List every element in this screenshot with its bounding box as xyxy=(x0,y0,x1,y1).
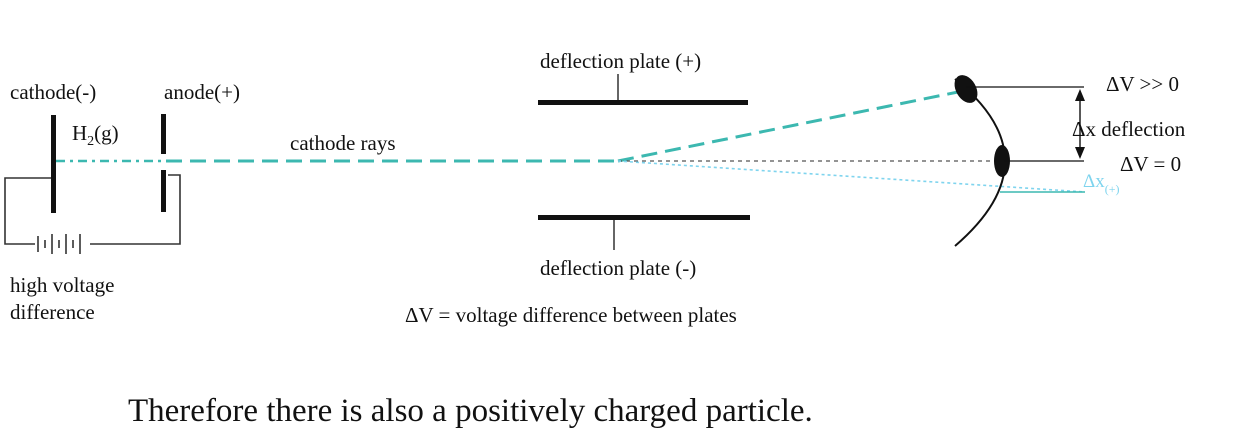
positive-deflection-beam xyxy=(617,160,1086,193)
dv-high-label: ΔV >> 0 xyxy=(1106,72,1179,96)
cathode-electrode xyxy=(51,115,56,213)
slide-caption: Therefore there is also a positively cha… xyxy=(128,393,813,429)
high-voltage-label-line2: difference xyxy=(10,300,95,324)
circuit-wire-left xyxy=(4,177,53,245)
cathode-label: cathode(-) xyxy=(10,80,96,104)
circuit xyxy=(4,174,181,245)
anode-label: anode(+) xyxy=(164,80,240,104)
impact-spot-center xyxy=(994,145,1010,177)
battery-icon xyxy=(37,234,81,254)
dx-positive-label: Δx(+) xyxy=(1083,171,1119,196)
circuit-wire-right xyxy=(90,174,181,245)
impact-spot-deflected xyxy=(954,75,978,103)
deflected-beam xyxy=(617,90,959,163)
plate-top-label: deflection plate (+) xyxy=(540,49,701,73)
dv-zero-label: ΔV = 0 xyxy=(1120,152,1181,176)
anode-electrode-upper xyxy=(161,114,166,154)
double-arrow-icon xyxy=(1075,89,1085,159)
deflection-plate-bottom xyxy=(538,215,750,220)
deflection-plate-top xyxy=(538,100,748,105)
high-voltage-label-line1: high voltage xyxy=(10,273,114,297)
dx-deflection-label: Δx deflection xyxy=(1072,117,1186,141)
anode-electrode-lower xyxy=(161,170,166,212)
plate-bottom-label: deflection plate (-) xyxy=(540,256,696,280)
gas-label: H2(g) xyxy=(72,121,119,149)
cathode-rays-label: cathode rays xyxy=(290,131,396,155)
dv-definition-label: ΔV = voltage difference between plates xyxy=(405,303,737,327)
